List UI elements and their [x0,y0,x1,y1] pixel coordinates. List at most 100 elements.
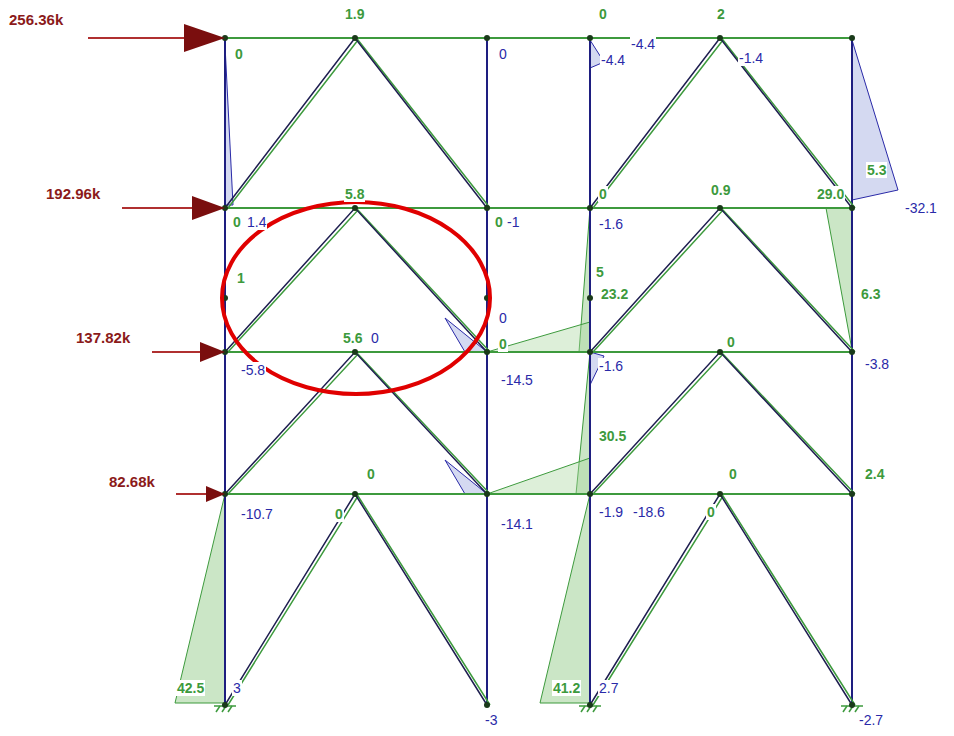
load-arrows [88,24,225,502]
force-value: -1.9 [598,504,624,520]
force-value: 0 [706,504,716,520]
force-value: 2 [716,6,726,22]
brace [593,496,855,705]
moment-fill [175,494,225,703]
joint [352,205,358,211]
support-hatch [581,706,585,712]
force-value: 0 [494,214,504,230]
joint [587,491,593,497]
load-line [122,207,196,209]
moment-fill [445,460,487,494]
force-value: -14.1 [500,516,534,532]
column [851,38,853,705]
force-value: 0 [498,336,508,352]
force-value: 0 [366,466,376,482]
load-arrowhead [200,342,225,362]
load-arrowhead [192,196,225,220]
force-value: 2.4 [864,466,885,482]
force-value: 29.0 [816,186,845,202]
support-hatch [228,706,232,712]
force-value: -18.6 [632,504,666,520]
joint [484,349,490,355]
force-value: 3 [232,680,242,696]
force-value: 0 [728,466,738,482]
joint [352,491,358,497]
joint [352,349,358,355]
highlight-ellipse [222,202,490,394]
force-value: 5.8 [344,186,365,202]
force-value: 5 [595,264,605,280]
force-value: -14.5 [500,372,534,388]
force-value: -1.4 [738,50,764,66]
force-value: -10.7 [240,506,274,522]
brace [225,38,487,208]
force-value: -32.1 [904,200,938,216]
force-value: 2.7 [598,680,619,696]
load-label: 137.82k [75,330,131,346]
force-value: 41.2 [552,680,581,696]
joint [849,349,855,355]
load-label: 192.96k [45,186,101,202]
brace [225,494,487,705]
force-value: 42.5 [176,680,205,696]
load-label: 256.36k [8,12,64,28]
moment-fill [540,494,590,703]
force-value: -1.6 [598,216,624,232]
force-value: -4.4 [630,36,656,52]
force-value: 0 [598,6,608,22]
load-line [152,351,203,353]
beam [225,351,852,353]
force-value: -3 [484,712,498,728]
force-value: -5.8 [240,362,266,378]
column [486,38,488,705]
joint [484,702,490,708]
joint [717,35,723,41]
brace [228,40,490,208]
force-value: 0 [726,334,736,350]
force-value: 6.3 [860,286,881,302]
brace [225,352,487,494]
joint [484,205,490,211]
brace [590,352,852,494]
columns [225,38,852,705]
braces [225,38,852,705]
joint [717,205,723,211]
force-value: 5.6 [342,330,363,346]
column [224,38,226,705]
column [589,38,591,705]
force-value: 0 [498,46,508,62]
moment-fill [487,458,590,494]
brace [590,208,852,352]
joint [484,491,490,497]
load-line [88,37,190,39]
force-value: -2.7 [858,712,884,728]
joint [717,349,723,355]
force-value: 0 [232,214,242,230]
joint [717,491,723,497]
force-value: 23.2 [600,286,629,302]
force-value: 1 [236,270,246,286]
braces-green [228,40,855,705]
moment-fill [487,322,590,352]
force-value: -1.6 [598,358,624,374]
force-value: -3.8 [864,356,890,372]
force-value: 1.9 [344,6,365,22]
supports [214,706,863,712]
joint [849,205,855,211]
load-arrowhead [184,24,225,52]
beam [225,37,852,39]
brace [228,354,490,494]
force-value: 0.9 [710,182,731,198]
moment-fill [852,40,898,200]
force-value: 0 [334,506,344,522]
brace [593,354,855,494]
moment-fill [225,45,233,205]
force-value: 30.5 [598,428,627,444]
brace [590,494,852,705]
brace [593,40,855,208]
beams [225,38,852,494]
joint [352,35,358,41]
joint [849,702,855,708]
